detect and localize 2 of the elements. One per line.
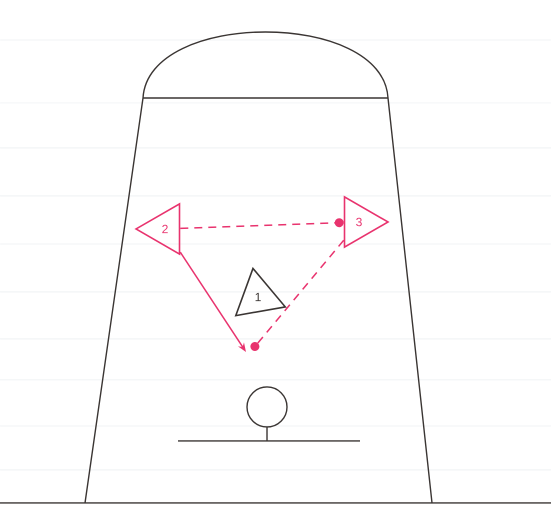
arrow [180,218,344,230]
arrow [250,240,344,352]
